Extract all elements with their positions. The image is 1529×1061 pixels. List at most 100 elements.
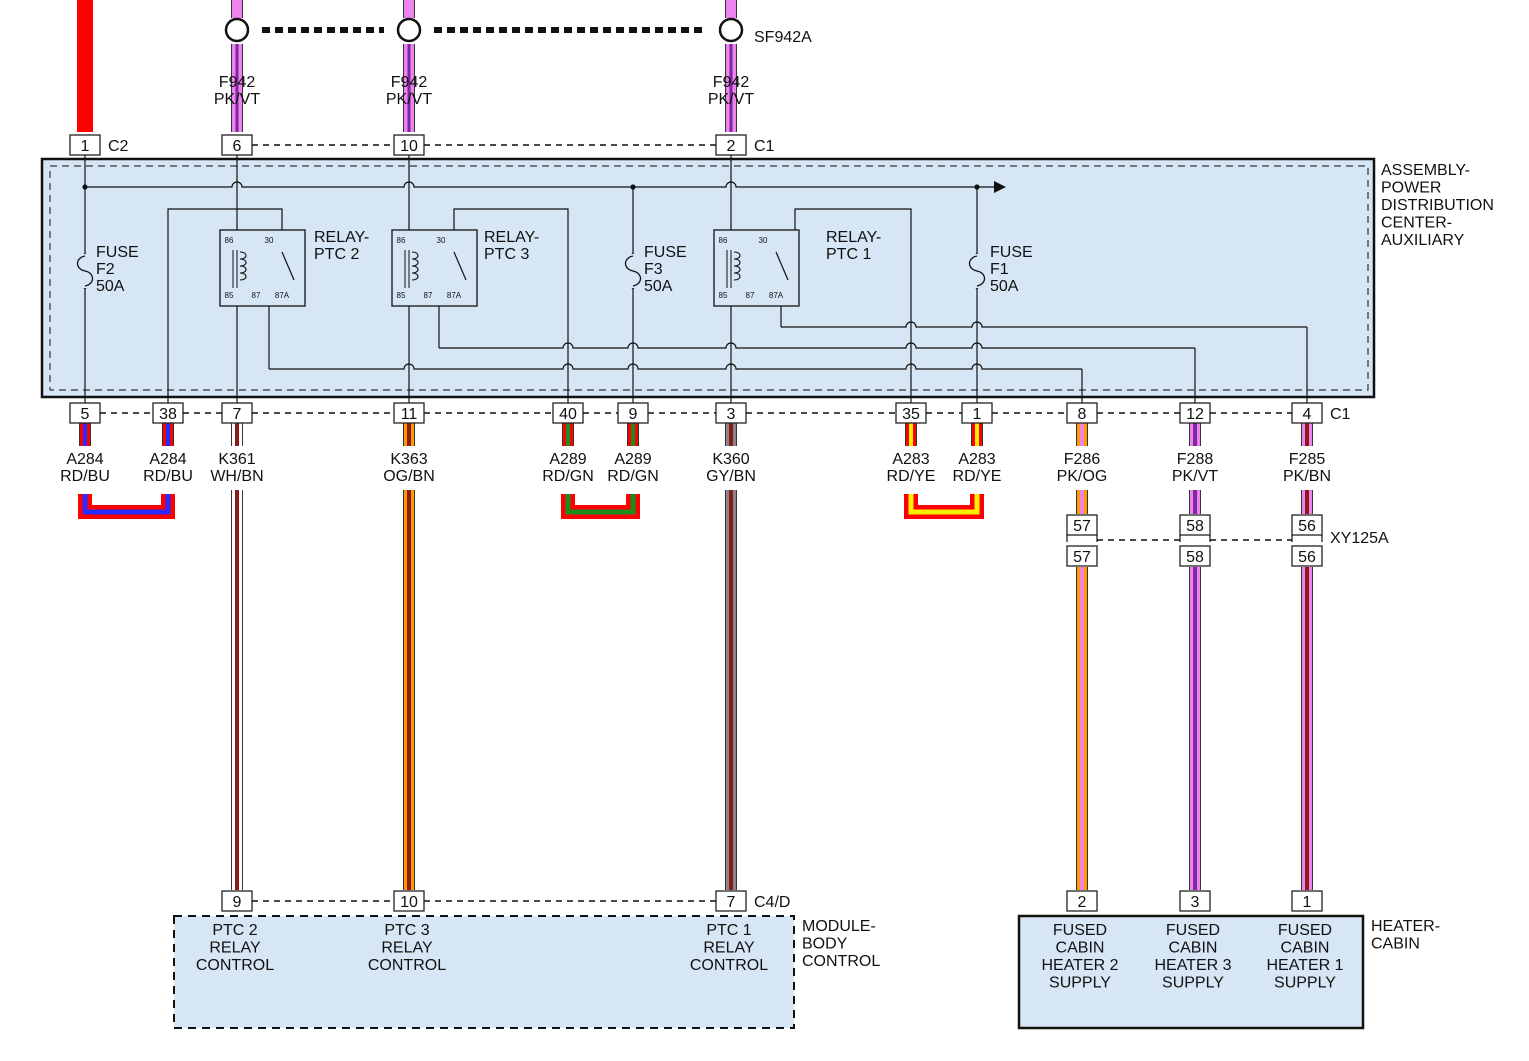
bottom-wire-color: RD/BU <box>143 468 193 485</box>
assembly-inner-outline <box>49 165 1369 391</box>
bottom-wire-stub-3 <box>403 423 415 446</box>
f942-wire-0 <box>231 44 243 132</box>
relay-pin-85: 85 <box>719 291 728 300</box>
assembly-label-line: AUXILIARY <box>1381 232 1465 249</box>
bottom-wire-color: RD/GN <box>542 468 594 485</box>
heater-pin-2: 2 <box>1078 894 1087 911</box>
bottom-wire-color: OG/BN <box>383 468 435 485</box>
bottom-wire-circuit: A289 <box>614 451 651 468</box>
f286-wire-a-stripe <box>1080 490 1084 514</box>
bottom-wire-color: GY/BN <box>706 468 756 485</box>
module-label-line: CONTROL <box>802 953 880 970</box>
top-wire-color: PK/VT <box>386 91 432 108</box>
inline-pin-top-58: 58 <box>1186 518 1204 535</box>
f285-wire-b-stripe <box>1305 567 1309 890</box>
relay-pin-87: 87 <box>424 291 433 300</box>
bottom-wire-stub-6-stripe <box>729 423 733 446</box>
bottom-wire-stub-4 <box>562 423 574 446</box>
top-wire-color: PK/VT <box>214 91 260 108</box>
heater-pin-2-box <box>1066 890 1098 912</box>
relay-ptc-2-coil-icon <box>733 251 741 281</box>
connector-xy125a-label: XY125A <box>1330 530 1389 547</box>
bottom-wire-stub-0 <box>79 423 91 446</box>
splice-feed-wire-2 <box>725 0 737 18</box>
top-wire-circuit: F942 <box>391 74 428 91</box>
relay-pin-30: 30 <box>759 236 768 245</box>
inline-pin-bracket <box>1066 535 1098 542</box>
fuse-f1-icon <box>968 255 986 287</box>
f942-wire-1 <box>403 44 415 132</box>
top-wire-circuit: F942 <box>219 74 256 91</box>
assembly-label-line: DISTRIBUTION <box>1381 197 1494 214</box>
splice-feed-wire-0-insulation <box>232 0 242 18</box>
a283-jumper-outer <box>904 494 984 519</box>
relay-ptc-1-switch-icon <box>453 251 467 281</box>
bottom-wire-stub-7-stripe <box>909 423 913 446</box>
k361-wire-stripe <box>235 490 239 890</box>
heater-label-line: CABIN <box>1371 936 1420 953</box>
module-pin-7: 7 <box>727 894 736 911</box>
k360-wire <box>725 490 737 890</box>
bottom-wire-stub-1 <box>162 423 174 446</box>
a289-jumper <box>561 494 640 519</box>
fuse-name: F3 <box>644 261 663 278</box>
assembly-label-line: CENTER- <box>1381 215 1452 232</box>
inline-pin-bracket <box>1291 535 1323 542</box>
module-function-label: RELAY <box>703 940 755 957</box>
bottom-wire-color: RD/YE <box>953 468 1002 485</box>
relay-pin-87a: 87A <box>447 291 462 300</box>
module-label-line: MODULE- <box>802 918 876 935</box>
relay-pin-87a: 87A <box>769 291 784 300</box>
f285-wire-a-stripe <box>1305 490 1309 514</box>
bottom-wire-circuit: A289 <box>549 451 586 468</box>
top-pin-10: 10 <box>400 138 418 155</box>
f288-wire-a <box>1189 490 1201 514</box>
relay-title: PTC 1 <box>826 246 871 263</box>
f286-wire-b <box>1076 567 1088 890</box>
fuse-label: FUSE <box>644 244 687 261</box>
inline-pin-top-56: 56 <box>1298 518 1316 535</box>
relay-title: RELAY- <box>826 229 881 246</box>
inline-pin-top-58-box <box>1179 514 1211 536</box>
bottom-wire-color: PK/BN <box>1283 468 1331 485</box>
bottom-pin-11: 11 <box>401 406 418 423</box>
bottom-wire-stub-1-stripe <box>166 423 170 446</box>
bottom-pin-40: 40 <box>559 406 577 423</box>
top-pin-2: 2 <box>727 138 736 155</box>
f942-wire-1-stripe <box>407 44 411 132</box>
a289-jumper-inner <box>565 494 636 515</box>
relay-pin-85: 85 <box>397 291 406 300</box>
splice-feed-wire-1 <box>403 0 415 18</box>
bottom-wire-color: PK/OG <box>1057 468 1108 485</box>
splice-feed-wire-1-insulation <box>404 0 414 18</box>
a284-jumper <box>78 494 175 519</box>
fuse-name: F1 <box>990 261 1009 278</box>
inline-pin-bottom-57: 57 <box>1073 549 1091 566</box>
bottom-wire-stub-2 <box>231 423 243 446</box>
fuse-f2-icon <box>76 255 94 287</box>
k363-wire-stripe <box>407 490 411 890</box>
heater-function-label: HEATER 3 <box>1154 957 1231 974</box>
assembly-label-line: ASSEMBLY- <box>1381 162 1470 179</box>
relay-pin-87: 87 <box>252 291 261 300</box>
bottom-wire-circuit: A284 <box>66 451 103 468</box>
inline-pin-top-56-box <box>1291 514 1323 536</box>
relay-pin-30: 30 <box>437 236 446 245</box>
f942-wire-2 <box>725 44 737 132</box>
heater-function-label: HEATER 2 <box>1041 957 1118 974</box>
splice-feed-wire-0 <box>231 0 243 18</box>
relay-pin-86: 86 <box>397 236 406 245</box>
module-function-label: CONTROL <box>196 957 274 974</box>
splice-feed-wire-2-insulation <box>726 0 736 18</box>
relay-title: RELAY- <box>314 229 369 246</box>
bottom-wire-circuit: K361 <box>218 451 255 468</box>
connector-c1-label: C1 <box>754 138 775 155</box>
relay-ptc-2-switch-icon <box>775 251 789 281</box>
bottom-wire-circuit: K360 <box>712 451 749 468</box>
splice-node-2 <box>718 17 744 43</box>
relay-pin-86: 86 <box>719 236 728 245</box>
bottom-wire-stub-10-stripe <box>1193 423 1197 446</box>
f288-wire-b <box>1189 567 1201 890</box>
f285-wire-b <box>1301 567 1313 890</box>
heater-label-line: HEATER- <box>1371 918 1440 935</box>
